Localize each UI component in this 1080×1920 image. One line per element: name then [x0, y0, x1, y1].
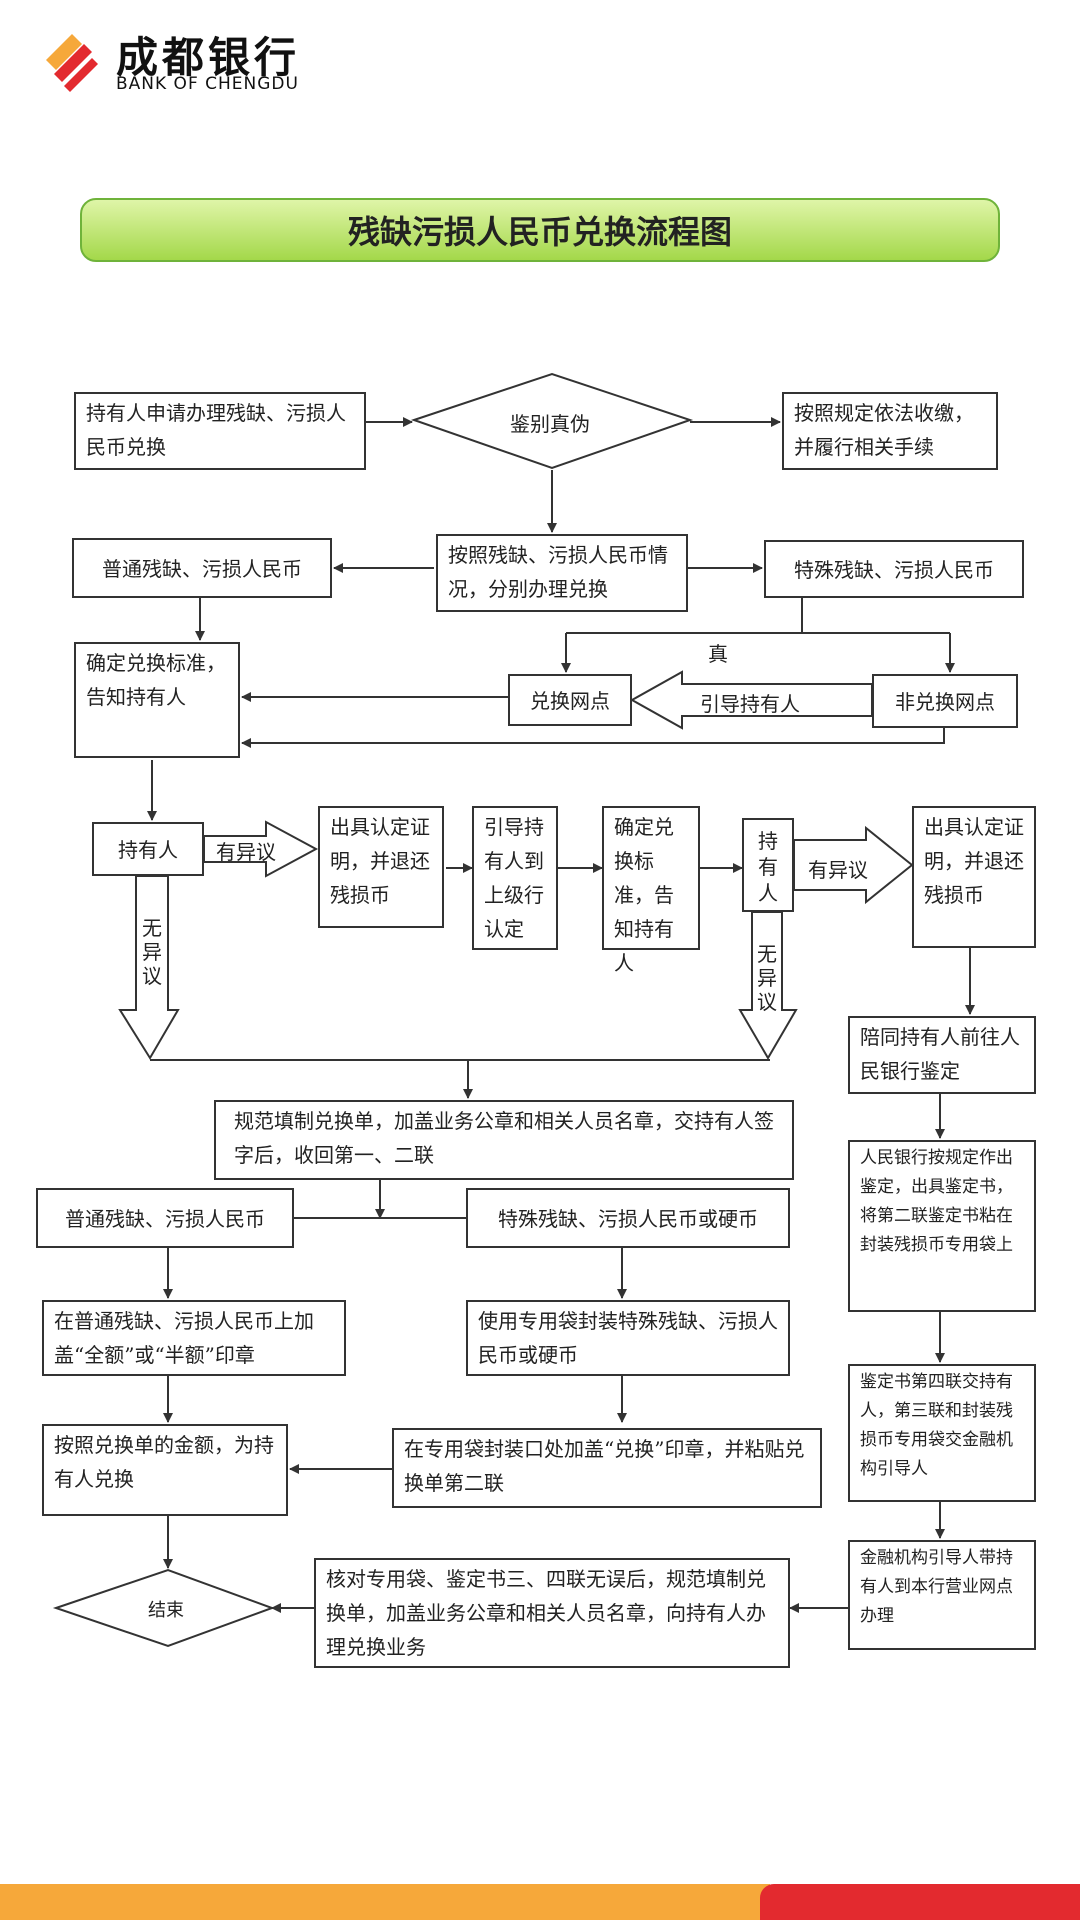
true-label: 真 — [708, 642, 728, 666]
objection-block-arrow-2 — [793, 825, 914, 905]
objection-block-arrow-1 — [203, 820, 319, 878]
guide-branch-box: 金融机构引导人带持有人到本行营业网点办理 — [848, 1540, 1036, 1650]
certificate-box-1: 出具认定证明，并退还残损币 — [318, 806, 444, 928]
accompany-box: 陪同持有人前往人民银行鉴定 — [848, 1016, 1036, 1094]
exchange-point-box: 兑换网点 — [508, 674, 632, 726]
guide-upper-bank-box: 引导持有人到上级行认定 — [472, 806, 558, 950]
stamp-full-box: 在普通残缺、污损人民币上加盖“全额”或“半额”印章 — [42, 1300, 346, 1376]
verify-label: 鉴别真伪 — [510, 412, 590, 436]
normal-box: 普通残缺、污损人民币 — [72, 538, 332, 598]
bank-name-english: BANK OF CHENGDU — [116, 74, 299, 94]
normal-box-2: 普通残缺、污损人民币 — [36, 1188, 294, 1248]
holder-box-2: 持有人 — [742, 818, 794, 912]
footer-orange-bar — [0, 1884, 770, 1920]
check-exchange-box: 核对专用袋、鉴定书三、四联无误后，规范填制兑换单，加盖业务公章和相关人员名章，向… — [314, 1558, 790, 1668]
fourth-copy-box: 鉴定书第四联交持有人，第三联和封装残损币专用袋交金融机构引导人 — [848, 1364, 1036, 1502]
footer-red-bar — [760, 1884, 1080, 1920]
no-objection-block-arrow-1 — [118, 875, 180, 1060]
verify-diamond — [410, 372, 694, 470]
no-objection-label-1: 无异议 — [142, 916, 162, 988]
apply-box: 持有人申请办理残缺、污损人民币兑换 — [74, 392, 366, 470]
no-objection-block-arrow-2 — [738, 911, 798, 1060]
pay-holder-box: 按照兑换单的金额，为持有人兑换 — [42, 1424, 288, 1516]
bank-logo-icon — [46, 34, 98, 92]
confirm-standard-box: 确定兑换标准，告知持有人 — [74, 642, 240, 758]
confiscate-box: 按照规定依法收缴，并履行相关手续 — [782, 392, 998, 470]
certificate-box-2: 出具认定证明，并退还残损币 — [912, 806, 1036, 948]
objection-label-1: 有异议 — [216, 840, 276, 864]
fill-form-box: 规范填制兑换单，加盖业务公章和相关人员名章，交持有人签字后，收回第一、二联 — [214, 1100, 794, 1180]
end-label: 结束 — [148, 1600, 184, 1621]
special-bag-box: 使用专用袋封装特殊残缺、污损人民币或硬币 — [466, 1300, 790, 1376]
confirm-standard-box-2: 确定兑换标准，告知持有人 — [602, 806, 700, 975]
holder-box-1: 持有人 — [92, 822, 204, 876]
seal-bag-box: 在专用袋封装口处加盖“兑换”印章，并粘贴兑换单第二联 — [392, 1428, 822, 1508]
special-box-2: 特殊残缺、污损人民币或硬币 — [466, 1188, 790, 1248]
end-diamond — [52, 1568, 275, 1648]
classify-box: 按照残缺、污损人民币情况，分别办理兑换 — [436, 534, 688, 612]
objection-label-2: 有异议 — [808, 858, 868, 882]
no-objection-label-2: 无异议 — [757, 942, 777, 1014]
guide-holder-label: 引导持有人 — [700, 692, 800, 716]
special-box: 特殊残缺、污损人民币 — [764, 540, 1024, 598]
bank-name: 成都银行 — [116, 33, 301, 82]
page-title: 残缺污损人民币兑换流程图 — [80, 198, 1000, 262]
non-exchange-point-box: 非兑换网点 — [872, 674, 1018, 728]
pboc-appraisal-box: 人民银行按规定作出鉴定，出具鉴定书，将第二联鉴定书粘在封装残损币专用袋上 — [848, 1140, 1036, 1312]
